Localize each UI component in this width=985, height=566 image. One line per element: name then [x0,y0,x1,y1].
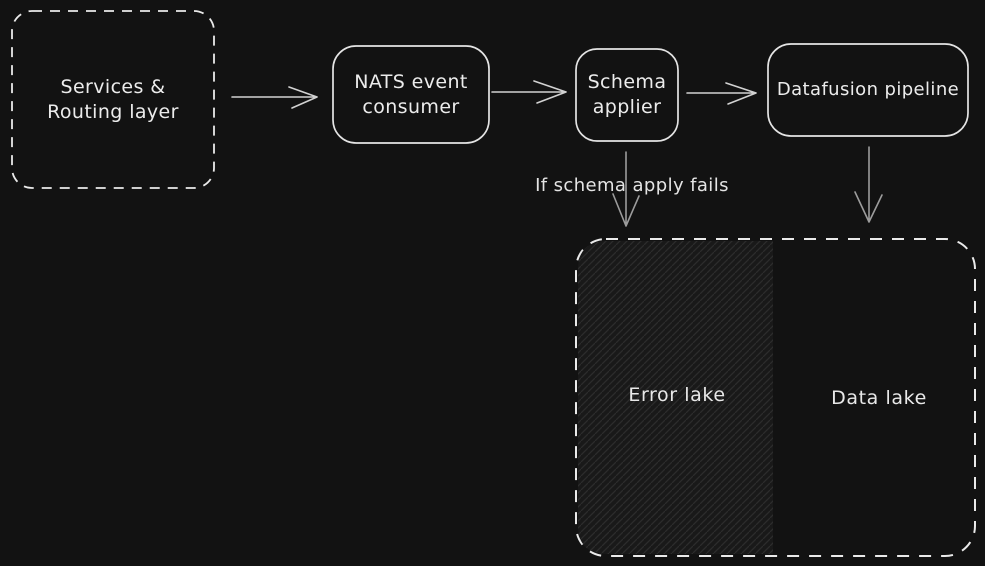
schema-fail-edge-label: If schema apply fails [535,175,729,196]
data-lake-label: Data lake [831,387,927,409]
error-lake-hatch-region [578,241,773,554]
arrow-datafusion-to-data-lake [854,146,883,223]
nats-event-consumer-label: NATS event consumer [354,70,468,118]
services-routing-label: Services & Routing layer [47,75,179,123]
nats-event-consumer-box [332,45,490,144]
arrow-nats-to-schema [491,80,567,104]
arrow-services-to-nats [231,86,318,109]
schema-applier-box [575,48,679,142]
arrow-schema-to-error-lake [612,151,640,227]
error-lake-label: Error lake [628,384,726,406]
arrow-schema-to-datafusion [686,82,757,105]
schema-applier-label: Schema applier [587,71,667,118]
datafusion-pipeline-box [767,43,969,137]
datafusion-pipeline-label: Datafusion pipeline [776,79,960,101]
lake-container-box [575,238,976,557]
services-routing-box [11,10,215,189]
